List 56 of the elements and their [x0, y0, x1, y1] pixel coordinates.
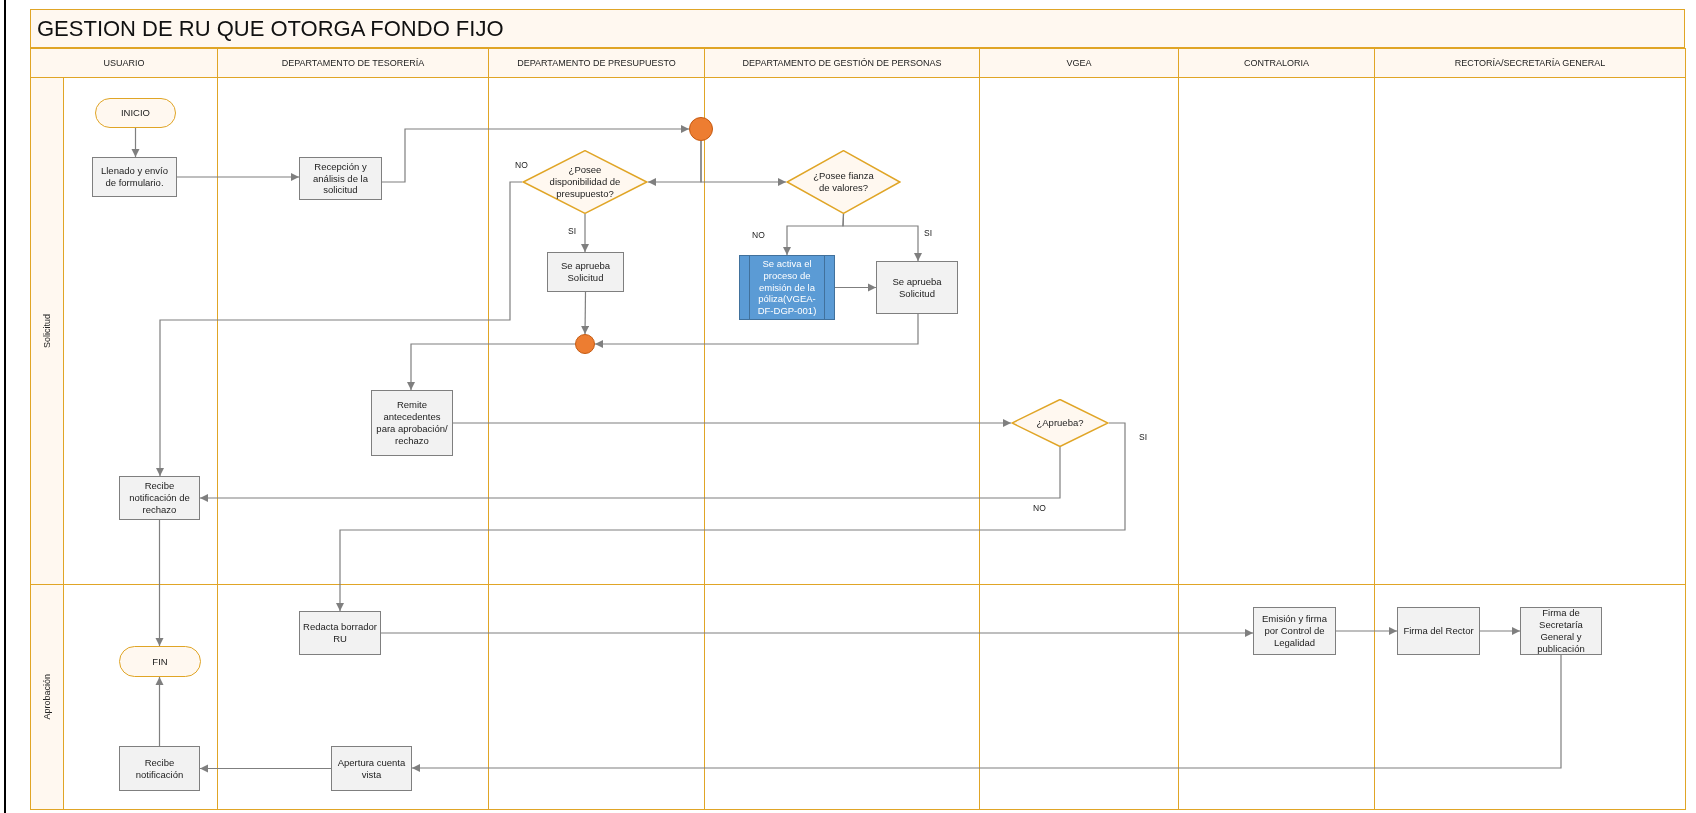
arrow — [199, 764, 332, 773]
arrow — [411, 654, 1562, 773]
arrow — [452, 418, 1012, 428]
arrow — [155, 676, 164, 747]
arrow — [580, 291, 590, 335]
lane-header: Aprobación — [30, 584, 64, 810]
arrow — [381, 124, 690, 183]
arrow — [842, 213, 923, 262]
process-box: Recibe notificación de rechazo — [119, 476, 200, 520]
terminator-shape: INICIO — [95, 98, 176, 128]
arrow — [176, 172, 300, 182]
edge-label: NO — [751, 230, 766, 240]
arrow — [380, 628, 1254, 638]
process-box: Firma de Secretaría General y publicación — [1520, 607, 1602, 655]
process-box: Emisión y firma por Control de Legalidad — [1253, 607, 1336, 655]
lane-header: Solicitud — [30, 77, 64, 585]
arrow — [580, 213, 590, 253]
arrow — [594, 313, 919, 349]
process-box: Firma del Rector — [1397, 607, 1480, 655]
lane-header: VGEA — [979, 48, 1179, 78]
arrow — [700, 140, 787, 187]
lane-header: USUARIO — [30, 48, 218, 78]
arrow — [1479, 626, 1521, 636]
lane-header: DEPARTAMENTO DE PRESUPUESTO — [488, 48, 705, 78]
process-box: Recepción y análisis de la solicitud — [299, 157, 382, 200]
decision-diamond: ¿Posee fianza de valores? — [786, 150, 901, 214]
subprocess-box: Se activa el proceso de emisión de la póliza(VGEA-DF-DGP-001) — [739, 255, 835, 320]
arrow — [155, 519, 164, 647]
process-box: Redacta borrador RU — [299, 611, 381, 655]
process-box: Remite antecedentes para aprobación/ rechazo — [371, 390, 453, 456]
connector-circle — [575, 334, 595, 354]
process-box: Recibe notificación — [119, 746, 200, 791]
arrow — [199, 446, 1061, 503]
edge-label: SI — [923, 228, 934, 238]
arrow — [834, 283, 877, 292]
lane-header: CONTRALORIA — [1178, 48, 1375, 78]
terminator-shape: FIN — [119, 646, 201, 677]
arrow — [155, 181, 523, 477]
connector-circle — [689, 117, 713, 141]
edge-label: NO — [514, 160, 529, 170]
arrow — [131, 127, 140, 158]
process-box: Se aprueba Solicitud — [876, 261, 958, 314]
arrow — [335, 422, 1126, 612]
process-box: Se aprueba Solicitud — [547, 252, 624, 292]
edge-label: NO — [1032, 503, 1047, 513]
lane-header: RECTORÍA/SECRETARÍA GENERAL — [1374, 48, 1686, 78]
process-box: Apertura cuenta vista — [331, 746, 412, 791]
arrow — [406, 343, 576, 391]
decision-diamond: ¿Aprueba? — [1011, 399, 1109, 447]
arrow — [1335, 626, 1398, 636]
diagram-title: GESTION DE RU QUE OTORGA FONDO FIJO — [37, 15, 504, 42]
lane-header: DEPARTAMENTO DE GESTIÓN DE PERSONAS — [704, 48, 980, 78]
edge-label: SI — [1138, 432, 1149, 442]
edge-label: SI — [567, 226, 578, 236]
process-box: Llenado y envío de formulario. — [92, 157, 177, 197]
lane-header: DEPARTAMENTO DE TESORERÍA — [217, 48, 489, 78]
